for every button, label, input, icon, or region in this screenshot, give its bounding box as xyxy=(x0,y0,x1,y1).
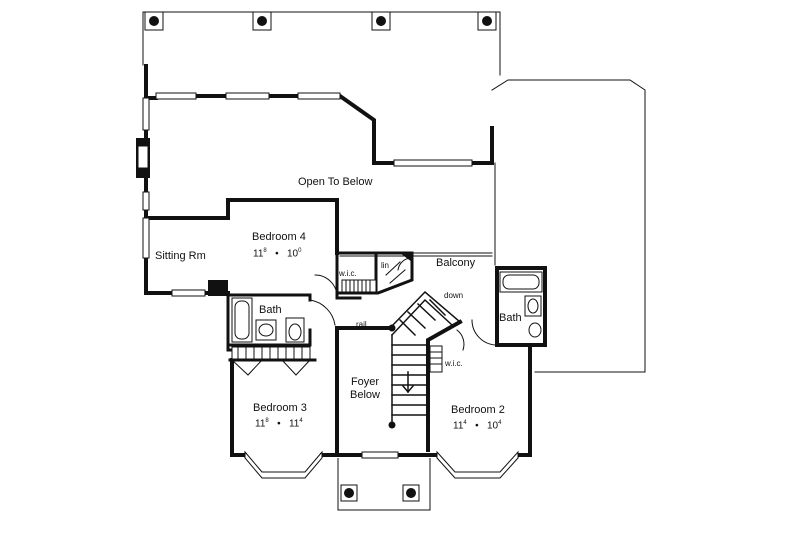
right-wing-outline xyxy=(491,79,646,373)
rail-label: rail xyxy=(356,320,367,329)
balcony-label: Balcony xyxy=(436,257,476,269)
wic-top-label: w.i.c. xyxy=(339,269,357,278)
wic-right-label: w.i.c. xyxy=(445,359,463,368)
top-porch xyxy=(142,11,501,76)
fireplace xyxy=(136,138,150,178)
bedroom2-dimensions: 114 • 104 xyxy=(453,420,502,432)
porch-columns-top xyxy=(144,11,497,31)
bedroom2-label: Bedroom 2 xyxy=(451,404,505,416)
bedroom3-dimensions: 118 • 114 xyxy=(255,418,303,430)
foyer-below-label: Foyer Below xyxy=(350,376,380,401)
bath-right-label: Bath xyxy=(499,312,522,324)
stair-down-label: down xyxy=(444,291,464,300)
bedroom4-label: Bedroom 4 xyxy=(252,231,306,243)
bedroom3-label: Bedroom 3 xyxy=(253,402,307,414)
sitting-room-label: Sitting Rm xyxy=(155,250,206,262)
bedroom4-dimensions: 118 • 100 xyxy=(253,248,302,260)
lin-label: lin xyxy=(381,261,390,270)
stair xyxy=(388,290,462,426)
open-to-below-label: Open To Below xyxy=(298,176,373,188)
windows-upper xyxy=(142,92,473,297)
bottom-porch xyxy=(337,458,431,511)
bath-left-label: Bath xyxy=(259,304,282,316)
